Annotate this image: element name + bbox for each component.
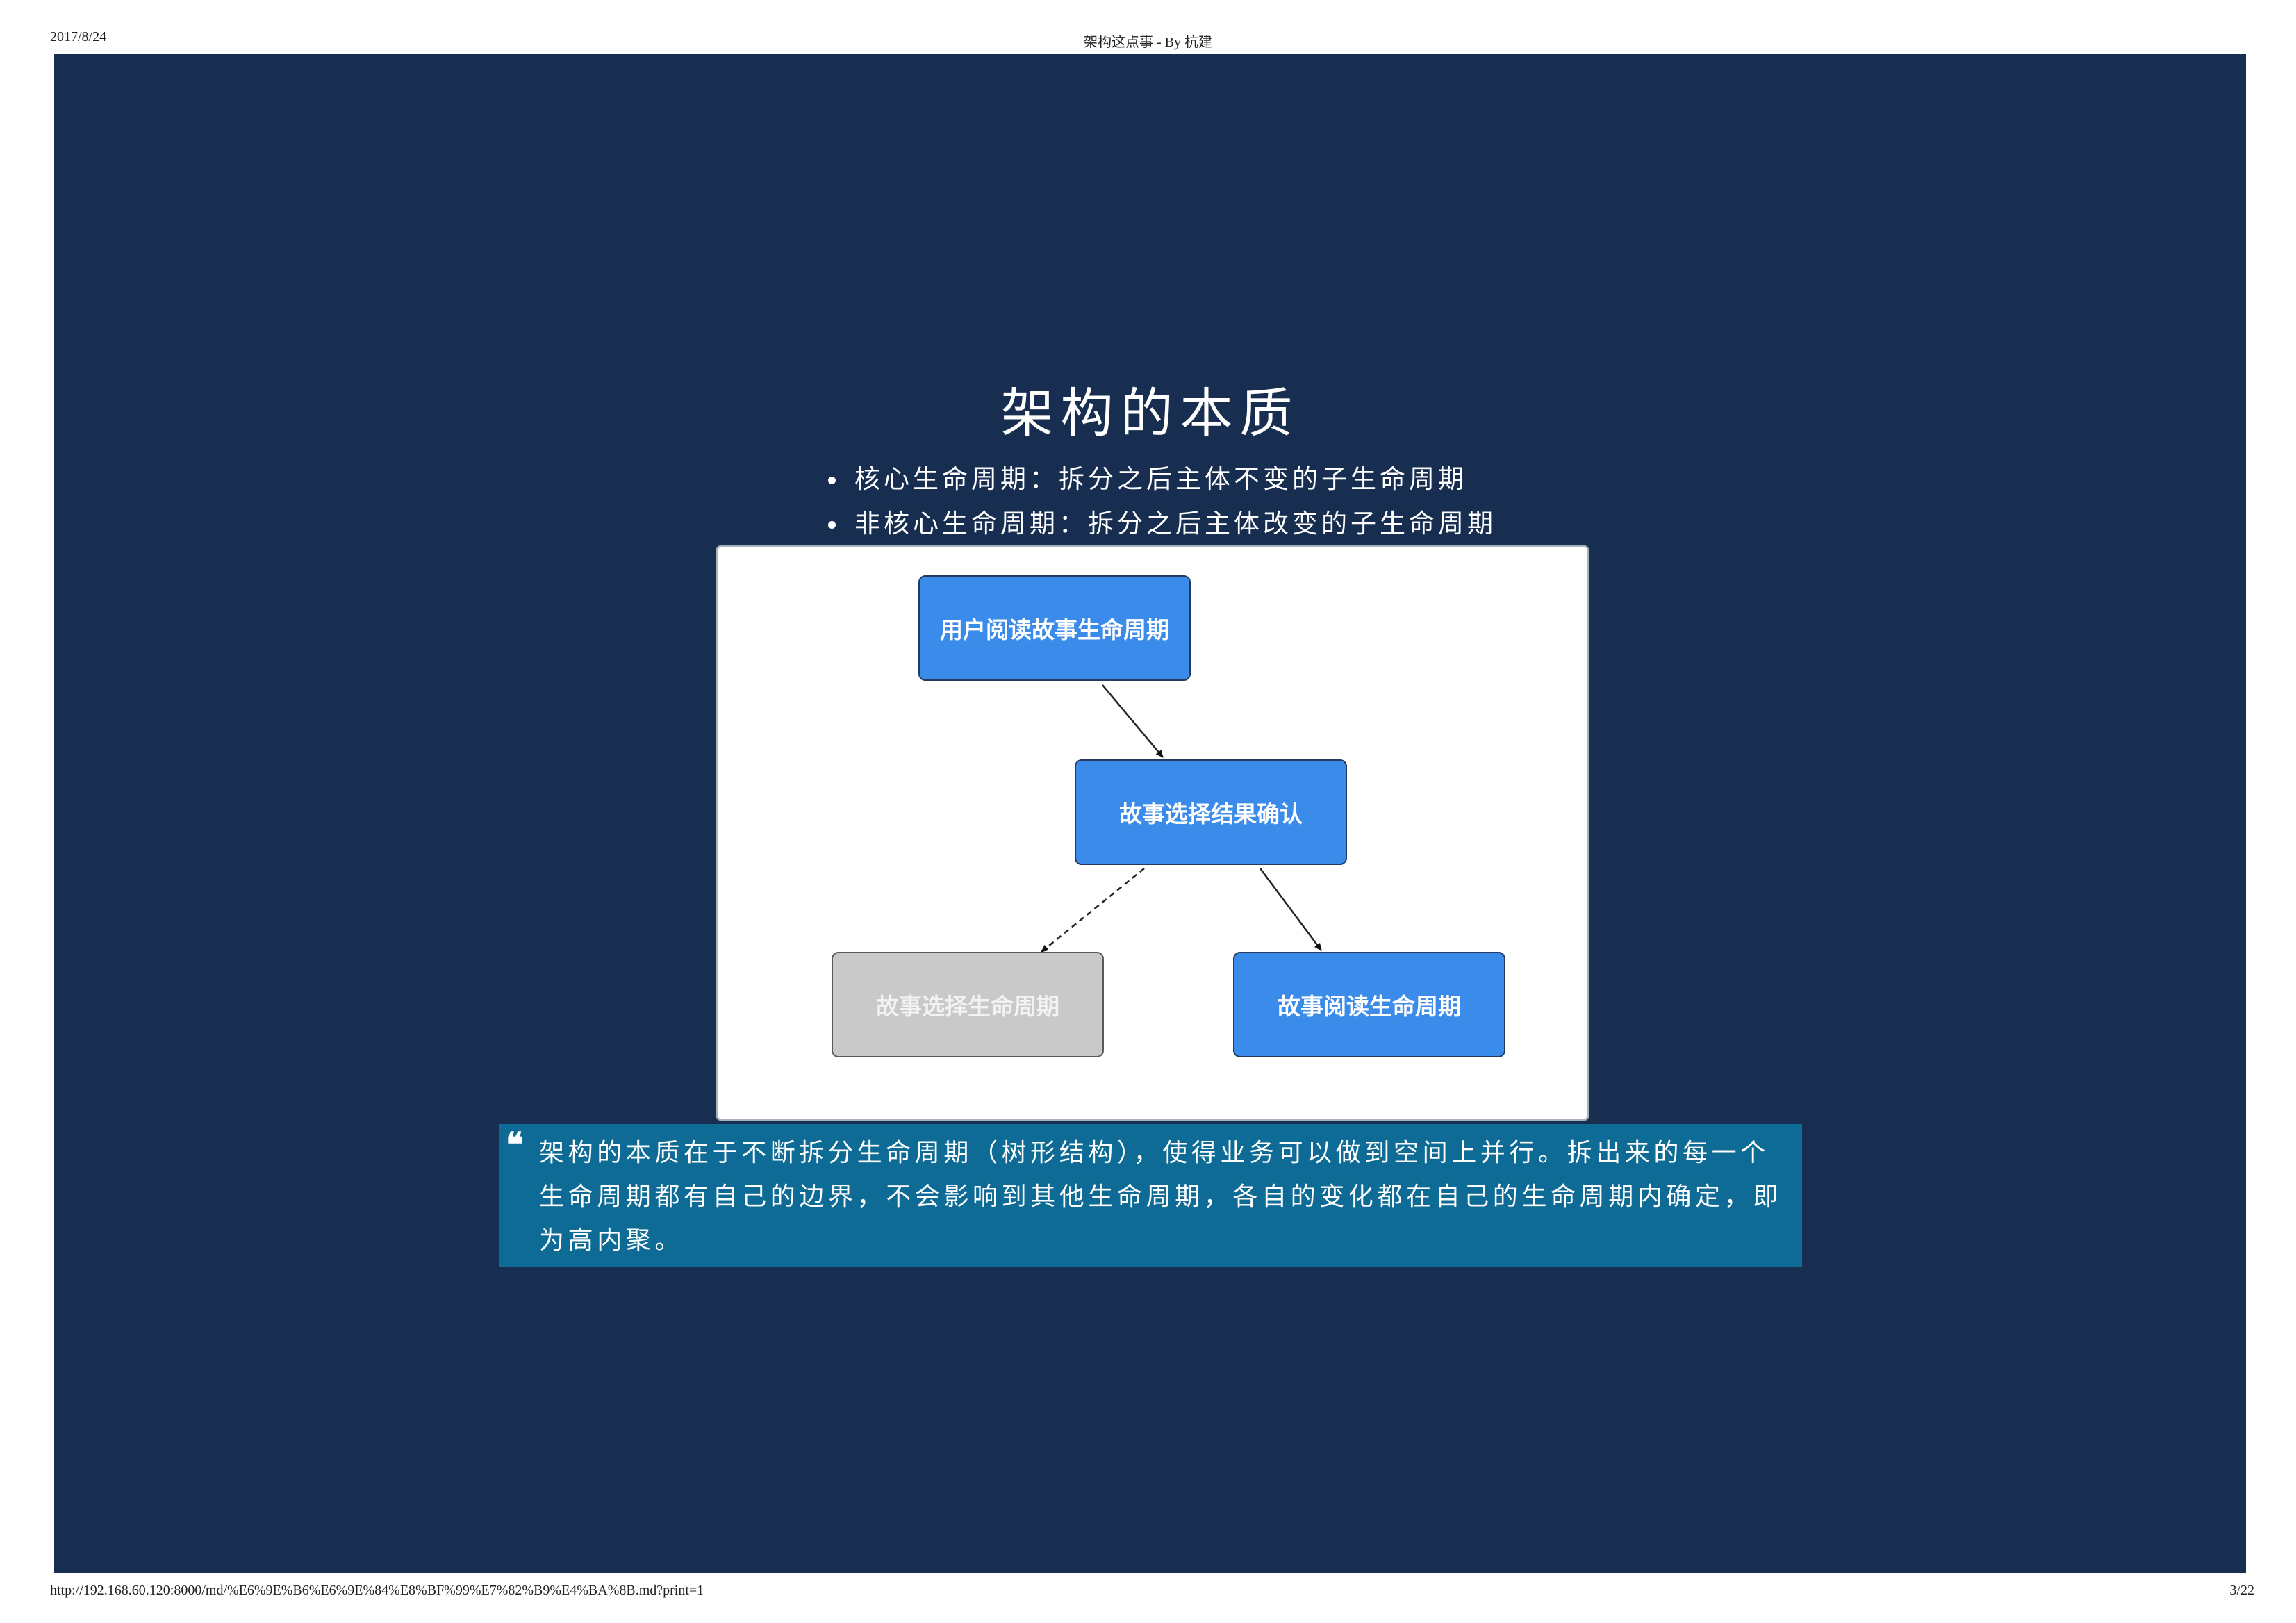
diagram-arrows xyxy=(1041,684,1323,953)
node-user-reading-lifecycle: 用户阅读故事生命周期 xyxy=(918,575,1191,681)
quote-text: 架构的本质在于不断拆分生命周期（树形结构），使得业务可以做到空间上并行。拆出来的… xyxy=(539,1139,1782,1255)
node-story-reading-lifecycle: 故事阅读生命周期 xyxy=(1233,952,1505,1057)
bullet-item-non-core: 非核心生命周期：拆分之后主体改变的子生命周期 xyxy=(825,502,1496,546)
slide-title: 架构的本质 xyxy=(1000,382,1300,444)
blockquote: ❝ 架构的本质在于不断拆分生命周期（树形结构），使得业务可以做到空间上并行。拆出… xyxy=(499,1124,1802,1267)
print-url: http://192.168.60.120:8000/md/%E6%9E%B6%… xyxy=(50,1583,704,1598)
slide: 架构的本质 核心生命周期：拆分之后主体不变的子生命周期 非核心生命周期：拆分之后… xyxy=(54,54,2246,1573)
bullet-item-core: 核心生命周期：拆分之后主体不变的子生命周期 xyxy=(825,457,1496,502)
print-date: 2017/8/24 xyxy=(50,29,107,44)
lifecycle-diagram: 用户阅读故事生命周期 故事选择结果确认 故事选择生命周期 故事阅读生命周期 xyxy=(716,545,1589,1121)
arrow-confirm-to-select-dashed xyxy=(1041,868,1145,953)
quote-icon: ❝ xyxy=(506,1126,524,1164)
node-story-select-confirm: 故事选择结果确认 xyxy=(1075,759,1347,865)
print-title: 架构这点事 - By 杭建 xyxy=(1084,35,1212,50)
bullet-list: 核心生命周期：拆分之后主体不变的子生命周期 非核心生命周期：拆分之后主体改变的子… xyxy=(825,457,1496,546)
arrow-confirm-to-reading xyxy=(1259,868,1323,951)
node-story-select-lifecycle: 故事选择生命周期 xyxy=(832,952,1104,1057)
page-number: 3/22 xyxy=(2229,1583,2254,1598)
arrow-user-to-confirm xyxy=(1102,684,1164,758)
